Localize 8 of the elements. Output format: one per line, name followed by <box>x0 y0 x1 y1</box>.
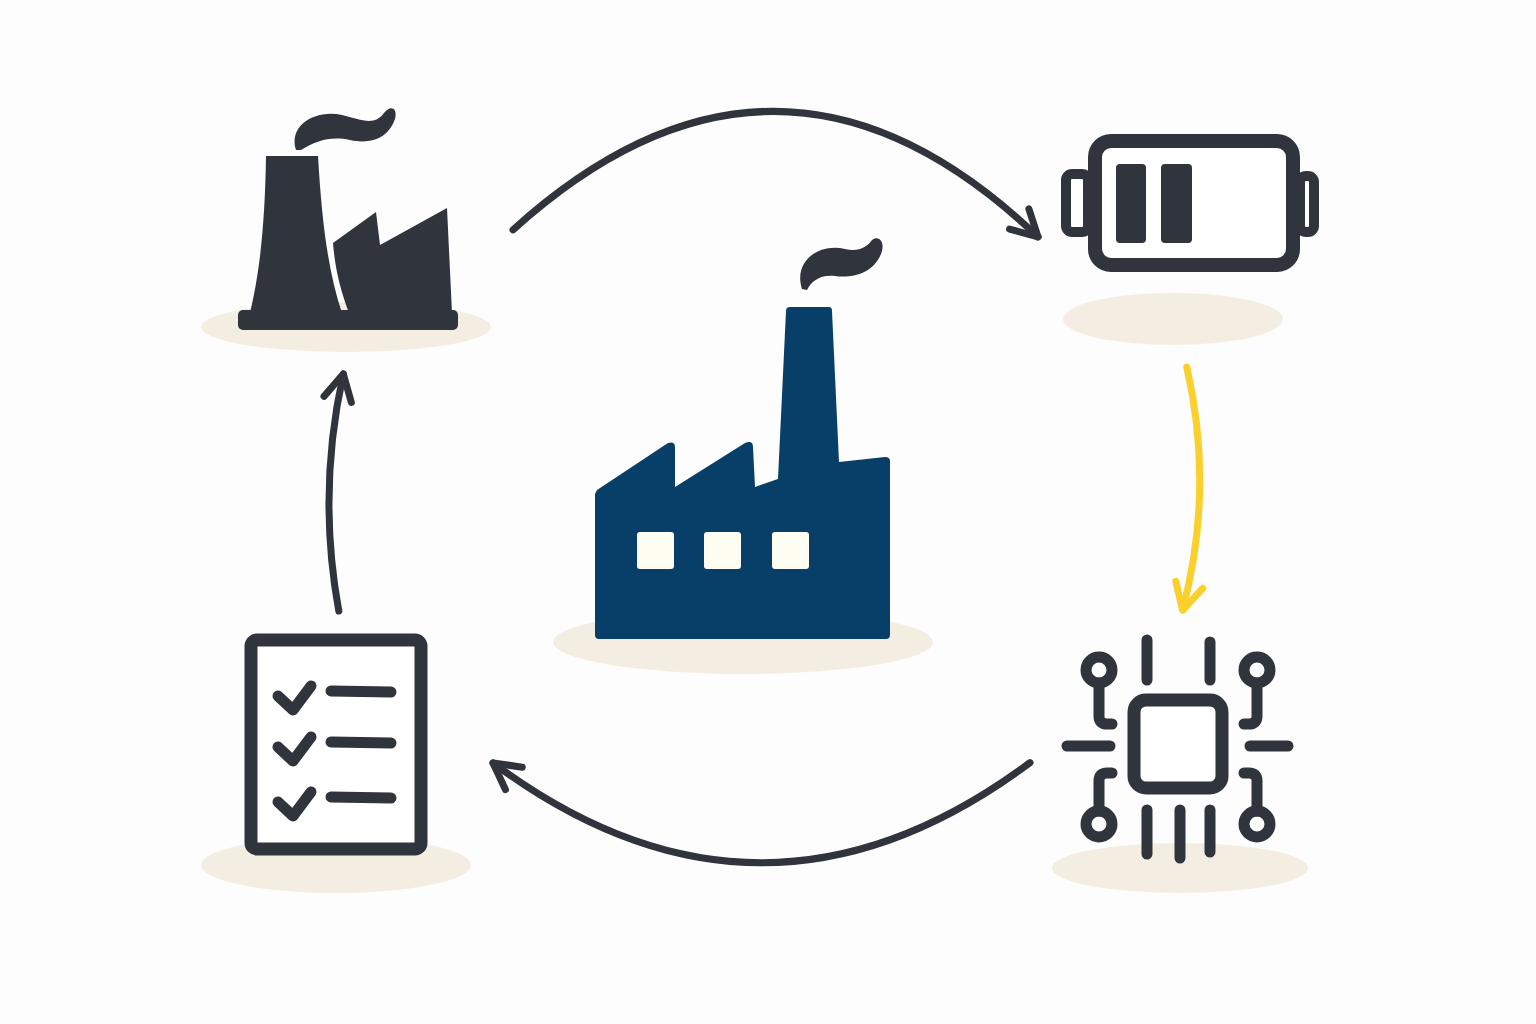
curved-arrow <box>320 370 356 615</box>
battery-icon <box>1060 133 1318 345</box>
curved-arrow <box>489 759 1034 867</box>
curved-arrow <box>509 107 1042 241</box>
curved-arrow <box>1171 363 1206 614</box>
factory-icon <box>553 235 933 674</box>
microchip-icon <box>1052 632 1308 893</box>
checklist-icon <box>201 633 471 893</box>
